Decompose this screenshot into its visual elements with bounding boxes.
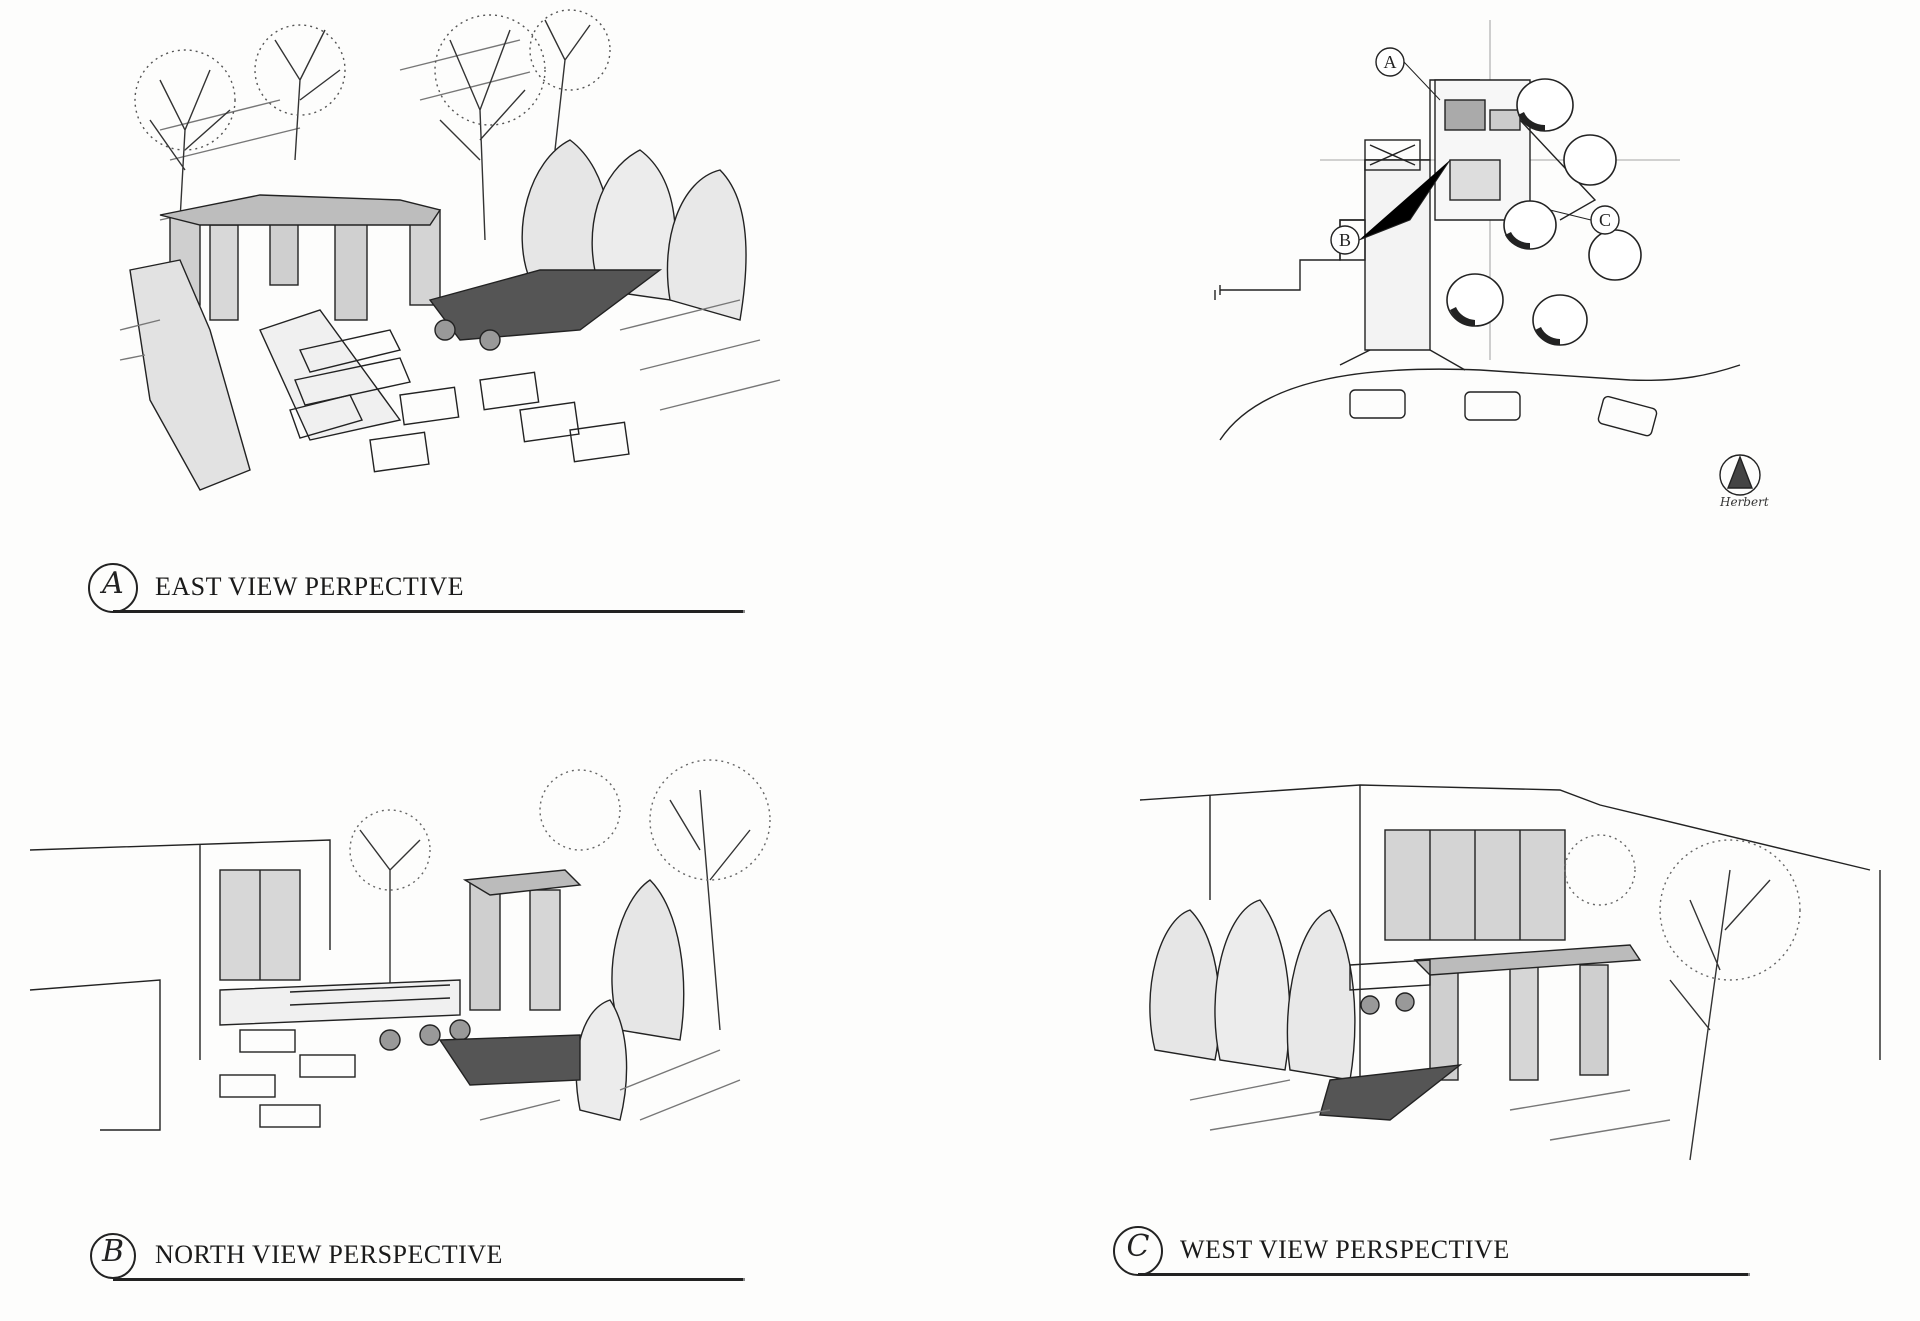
site-plan: A B C Herbert	[1200, 20, 1800, 510]
plan-callout-c-label: C	[1599, 210, 1611, 230]
plan-callout-a-label: A	[1384, 52, 1397, 72]
site-plan-drawing: A B C Herbert	[1214, 20, 1769, 509]
view-marker-letter: B	[101, 1234, 125, 1269]
east-view-drawing	[119, 9, 781, 491]
view-marker-c: C	[1110, 1223, 1170, 1279]
caption-underline	[1138, 1273, 1750, 1276]
view-caption-title: WEST VIEW PERSPECTIVE	[1180, 1235, 1510, 1264]
view-marker-letter: C	[1126, 1229, 1150, 1264]
west-view-caption: C WEST VIEW PERSPECTIVE	[1110, 1223, 1770, 1303]
view-caption-title: NORTH VIEW PERSPECTIVE	[155, 1240, 503, 1269]
east-view-sketch	[100, 0, 800, 520]
view-caption-title: EAST VIEW PERPECTIVE	[155, 572, 465, 601]
caption-underline	[113, 1278, 745, 1281]
view-marker-letter: A	[102, 566, 124, 601]
north-view-sketch	[20, 730, 840, 1150]
view-marker-a: A	[85, 560, 145, 616]
west-view-drawing	[1139, 784, 1881, 1161]
east-view-caption: A EAST VIEW PERPECTIVE	[85, 560, 745, 640]
caption-underline	[113, 610, 745, 613]
north-view-caption: B NORTH VIEW PERSPECTIVE	[85, 1228, 745, 1308]
plan-callout-b-label: B	[1339, 230, 1351, 250]
west-view-sketch	[1130, 770, 1890, 1170]
view-marker-b: B	[85, 1228, 145, 1284]
designer-signature: Herbert	[1719, 495, 1769, 509]
north-view-drawing	[29, 759, 771, 1131]
